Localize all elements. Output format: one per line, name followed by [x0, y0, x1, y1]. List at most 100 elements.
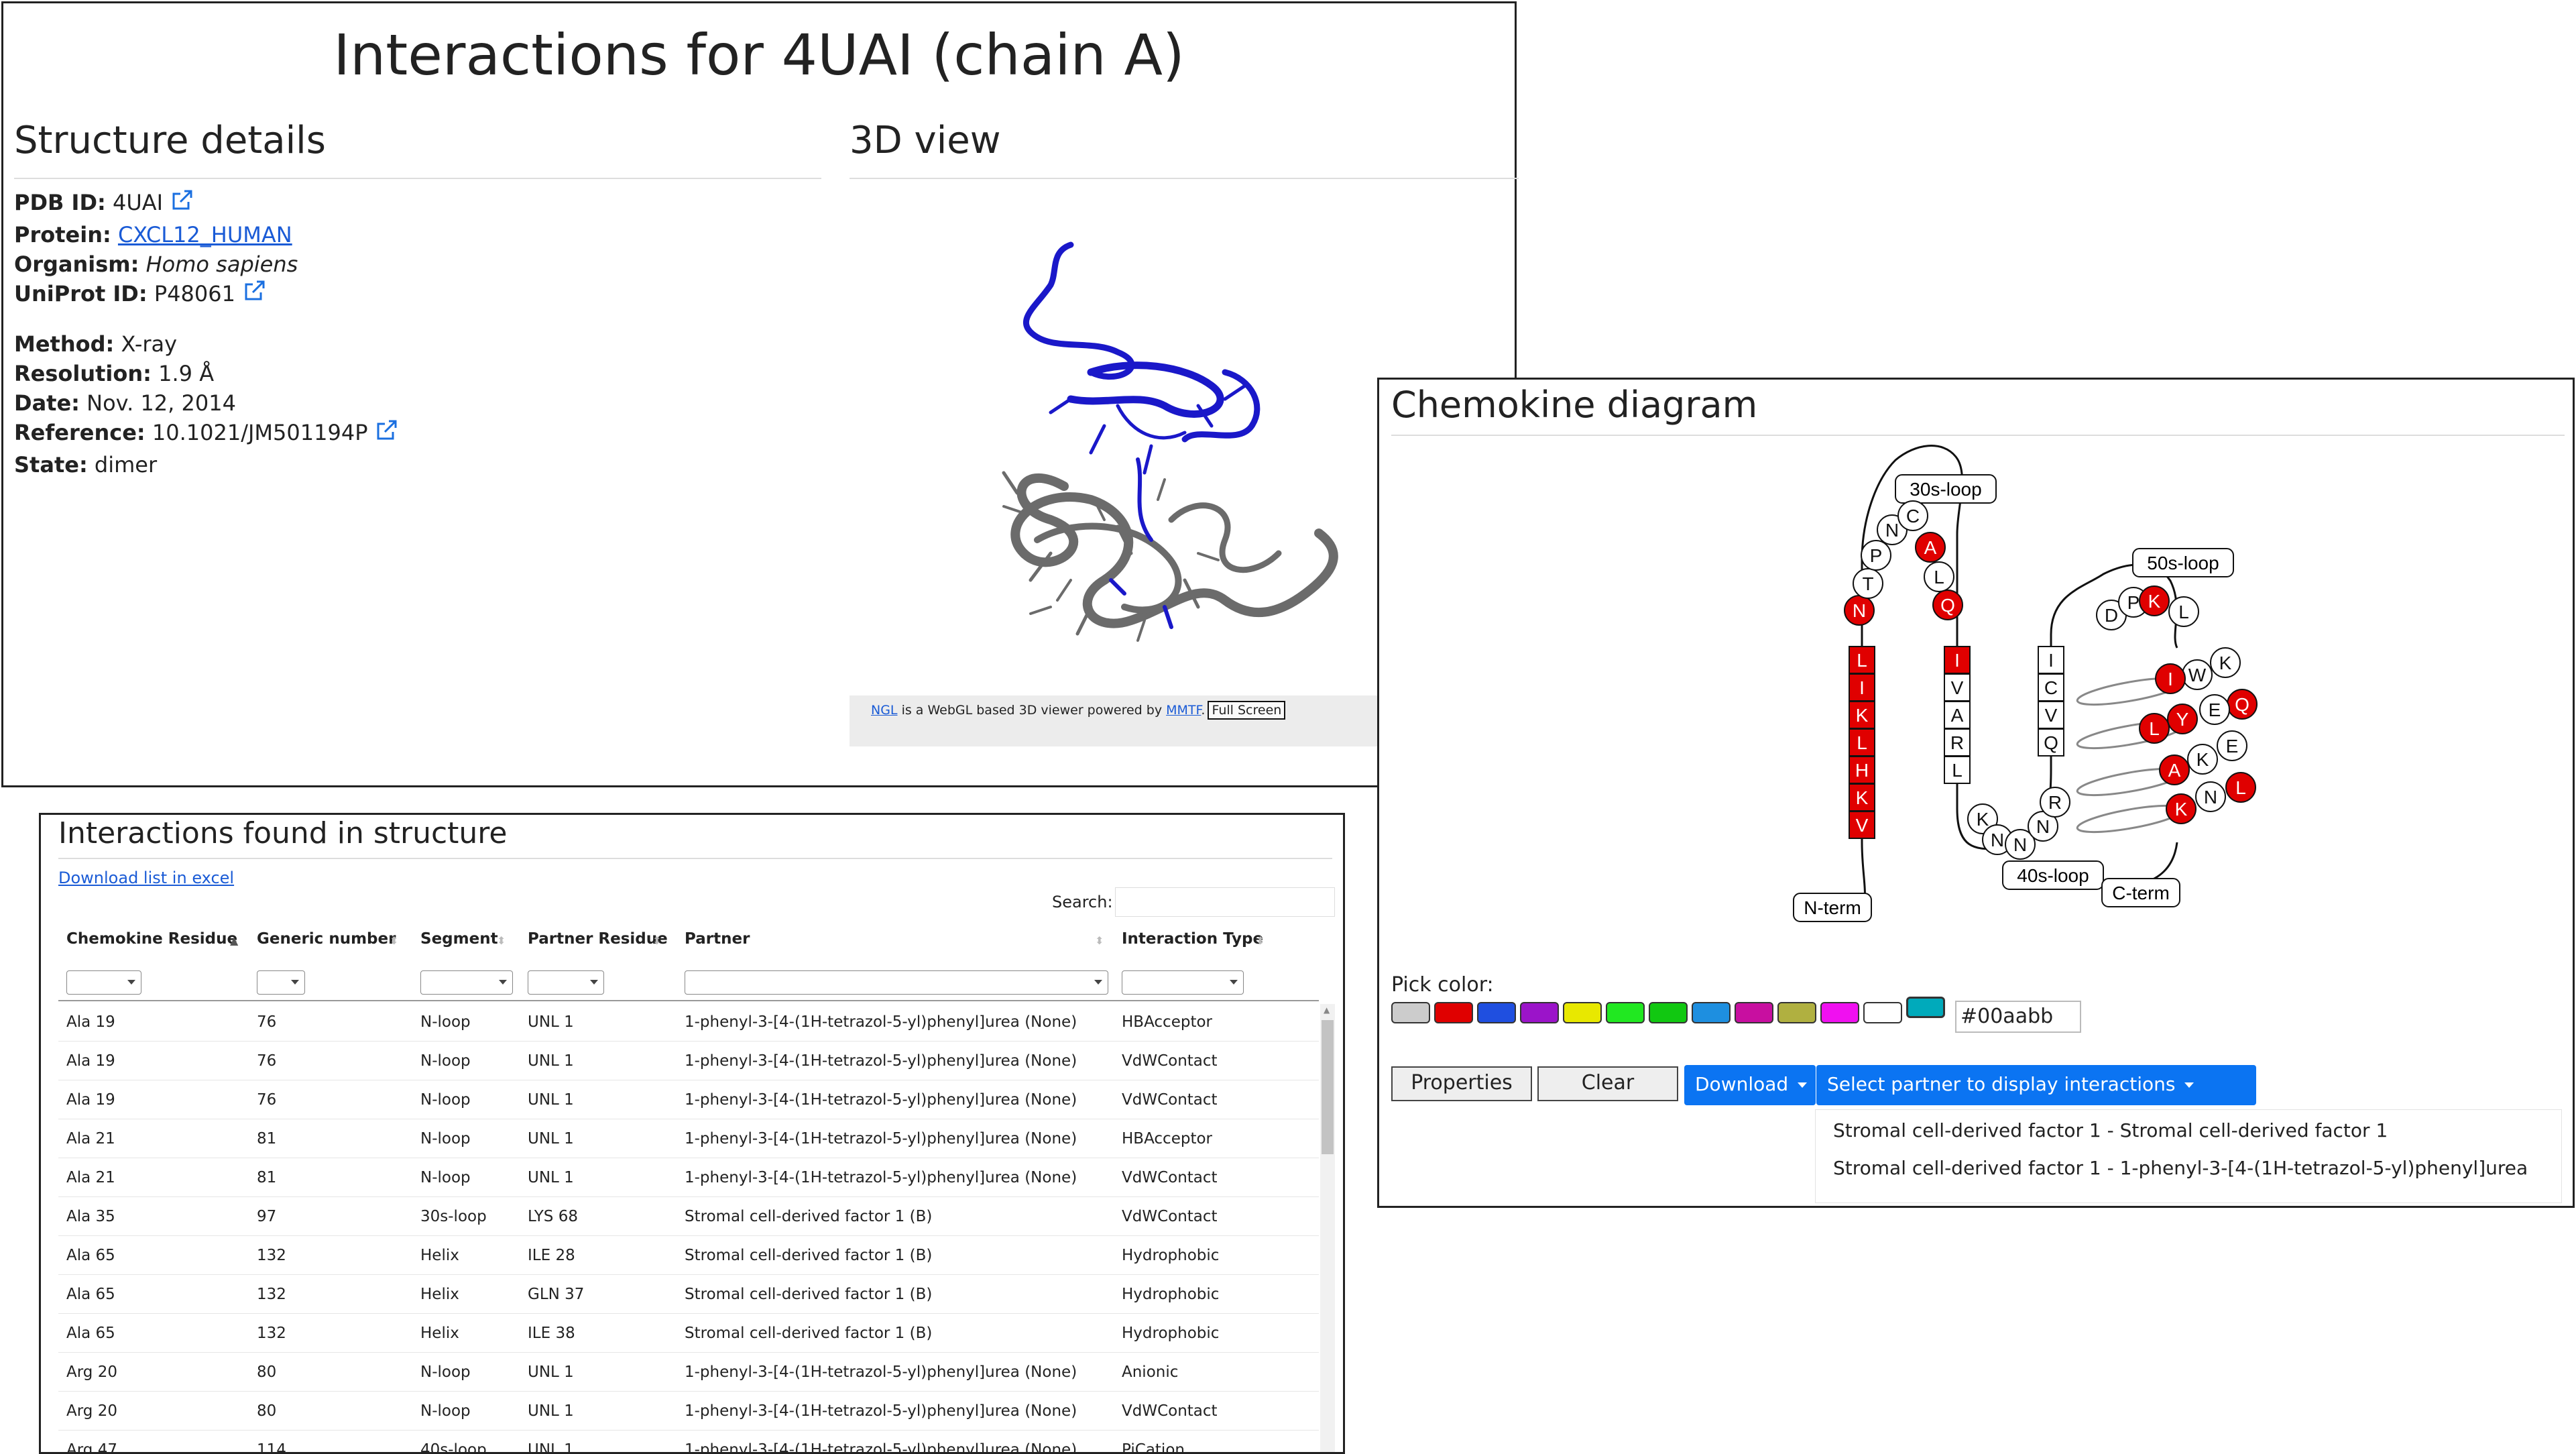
- fullscreen-button[interactable]: Full Screen: [1208, 701, 1286, 720]
- residue-circle[interactable]: Q: [2227, 689, 2258, 720]
- residue-box[interactable]: K: [1849, 783, 1875, 812]
- residue-circle[interactable]: T: [1853, 568, 1883, 599]
- 3d-viewer-canvas[interactable]: [850, 205, 1379, 701]
- sort-icon[interactable]: ⬍: [1256, 934, 1265, 947]
- residue-circle[interactable]: A: [1915, 532, 1946, 563]
- residue-circle[interactable]: K: [2166, 793, 2197, 824]
- table-cell: 1-phenyl-3-[4-(1H-tetrazol-5-yl)phenyl]u…: [685, 1441, 1077, 1454]
- residue-circle[interactable]: L: [2139, 713, 2170, 744]
- protein-link[interactable]: CXCL12_HUMAN: [117, 221, 292, 247]
- residue-box[interactable]: H: [1849, 756, 1875, 784]
- filter-select-interaction-type[interactable]: [1122, 970, 1244, 995]
- residue-circle[interactable]: N: [2195, 781, 2226, 812]
- filter-select-partner-residue[interactable]: [528, 970, 604, 995]
- residue-box[interactable]: C: [2038, 673, 2064, 702]
- residue-circle[interactable]: L: [1924, 561, 1954, 592]
- color-swatch[interactable]: [1863, 1002, 1902, 1023]
- residue-box[interactable]: I: [1849, 673, 1875, 702]
- scroll-up-icon[interactable]: ▲: [1324, 1005, 1330, 1015]
- filter-select-partner[interactable]: [685, 970, 1108, 995]
- search-input[interactable]: [1115, 887, 1335, 917]
- residue-circle[interactable]: D: [2096, 600, 2127, 630]
- residue-circle[interactable]: K: [2139, 585, 2170, 616]
- residue-circle[interactable]: E: [2199, 694, 2230, 725]
- residue-circle[interactable]: I: [2155, 663, 2186, 694]
- sort-icon[interactable]: ⬍: [497, 934, 506, 947]
- sort-asc-icon[interactable]: ▲: [230, 934, 239, 947]
- column-header-segment[interactable]: Segment: [420, 930, 498, 948]
- partner-option[interactable]: Stromal cell-derived factor 1 - Stromal …: [1833, 1119, 2388, 1141]
- residue-box[interactable]: V: [1849, 811, 1875, 839]
- column-header-partner-residue[interactable]: Partner Residue: [528, 930, 668, 948]
- color-swatch[interactable]: [1649, 1002, 1688, 1023]
- residue-box[interactable]: L: [1944, 756, 1971, 784]
- color-swatch[interactable]: [1906, 997, 1945, 1018]
- table-cell: Hydrophobic: [1122, 1325, 1220, 1342]
- select-partner-dropdown-button[interactable]: Select partner to display interactions: [1816, 1065, 2256, 1105]
- residue-box[interactable]: L: [1849, 646, 1875, 674]
- column-header-partner[interactable]: Partner: [685, 930, 750, 948]
- residue-circle[interactable]: K: [2210, 647, 2241, 678]
- filter-select-generic-number[interactable]: [257, 970, 305, 995]
- mmtf-link[interactable]: MMTF: [1166, 703, 1202, 718]
- external-link-icon[interactable]: [170, 188, 194, 220]
- reference-value: 10.1021/JM501194P: [152, 420, 368, 445]
- partner-option[interactable]: Stromal cell-derived factor 1 - 1-phenyl…: [1833, 1157, 2528, 1179]
- residue-circle[interactable]: R: [2040, 787, 2070, 818]
- residue-circle[interactable]: L: [2168, 596, 2199, 627]
- filter-select-chemokine-residue[interactable]: [66, 970, 141, 995]
- filter-select-segment[interactable]: [420, 970, 513, 995]
- color-hex-input[interactable]: #00aabb: [1955, 1001, 2081, 1033]
- color-swatch[interactable]: [1434, 1002, 1473, 1023]
- external-link-icon[interactable]: [374, 418, 398, 450]
- color-swatch[interactable]: [1692, 1002, 1731, 1023]
- properties-button[interactable]: Properties: [1391, 1066, 1532, 1101]
- residue-circle[interactable]: C: [1897, 500, 1928, 531]
- residue-box[interactable]: Q: [2038, 728, 2064, 757]
- residue-circle[interactable]: L: [2225, 772, 2256, 803]
- clear-button[interactable]: Clear: [1537, 1066, 1678, 1101]
- ngl-link[interactable]: NGL: [871, 703, 898, 718]
- residue-box[interactable]: I: [2038, 646, 2064, 674]
- residue-box[interactable]: R: [1944, 728, 1971, 757]
- residue-box[interactable]: I: [1944, 646, 1971, 674]
- sort-icon[interactable]: ⬍: [390, 934, 399, 947]
- residue-circle[interactable]: Y: [2167, 704, 2198, 734]
- residue-circle[interactable]: N: [1844, 595, 1875, 626]
- external-link-icon[interactable]: [242, 279, 266, 311]
- table-cell: Stromal cell-derived factor 1 (B): [685, 1208, 933, 1225]
- residue-box[interactable]: A: [1944, 701, 1971, 729]
- color-swatch[interactable]: [1820, 1002, 1859, 1023]
- residue-circle[interactable]: N: [2005, 829, 2036, 860]
- color-swatch[interactable]: [1563, 1002, 1602, 1023]
- residue-circle[interactable]: K: [2187, 744, 2218, 775]
- column-header-interaction-type[interactable]: Interaction Type: [1122, 930, 1264, 948]
- column-header-chemokine-residue[interactable]: Chemokine Residue: [66, 930, 238, 948]
- residue-box[interactable]: V: [1944, 673, 1971, 702]
- table-scrollbar[interactable]: ▲: [1320, 1004, 1335, 1452]
- snake-plot-diagram[interactable]: 30s-loop 50s-loop 40s-loop N-term C-term…: [1379, 380, 2576, 970]
- download-excel-link[interactable]: Download list in excel: [58, 869, 235, 887]
- color-swatch[interactable]: [1477, 1002, 1516, 1023]
- sort-icon[interactable]: ⬍: [1095, 934, 1104, 947]
- color-swatch[interactable]: [1777, 1002, 1816, 1023]
- residue-circle[interactable]: P: [1861, 540, 1891, 571]
- residue-box[interactable]: K: [1849, 701, 1875, 729]
- download-dropdown-button[interactable]: Download: [1684, 1065, 1816, 1105]
- residue-circle[interactable]: Q: [1932, 590, 1963, 620]
- residue-circle[interactable]: E: [2217, 730, 2247, 761]
- residue-box[interactable]: L: [1849, 728, 1875, 757]
- residue-circle[interactable]: A: [2159, 754, 2190, 785]
- residue-box[interactable]: V: [2038, 701, 2064, 729]
- column-header-generic-number[interactable]: Generic number: [257, 930, 396, 948]
- color-swatch[interactable]: [1520, 1002, 1559, 1023]
- color-swatch[interactable]: [1606, 1002, 1645, 1023]
- sort-icon[interactable]: ⬍: [652, 934, 662, 947]
- color-swatch[interactable]: [1735, 1002, 1773, 1023]
- interactions-heading: Interactions found in structure: [58, 816, 508, 850]
- residue-circle[interactable]: W: [2182, 659, 2213, 690]
- scrollbar-thumb[interactable]: [1322, 1020, 1334, 1154]
- residue-circle[interactable]: N: [2028, 811, 2058, 842]
- residue-circle[interactable]: N: [1982, 824, 2013, 855]
- color-swatch[interactable]: [1391, 1002, 1430, 1023]
